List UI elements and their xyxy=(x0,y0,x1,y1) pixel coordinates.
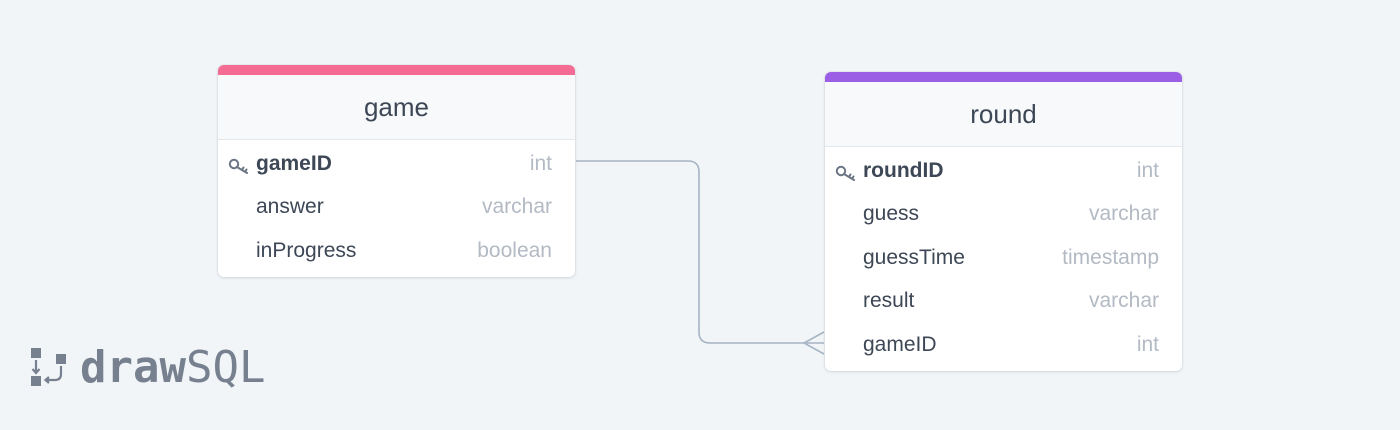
table-title: round xyxy=(825,82,1182,147)
key-icon xyxy=(835,163,857,181)
field-name: guess xyxy=(863,202,920,226)
drawsql-logo-text: drawSQL xyxy=(80,342,265,393)
table-game[interactable]: game gameID int answer varchar inProgres… xyxy=(218,65,575,277)
field-name: gameID xyxy=(256,151,332,175)
logo-text-light: SQL xyxy=(185,342,266,393)
field-type: int xyxy=(529,151,552,175)
drawsql-logo-icon xyxy=(30,342,70,393)
table-row[interactable]: inProgress boolean xyxy=(218,229,575,273)
table-row[interactable]: gameID int xyxy=(218,142,575,186)
field-type: varchar xyxy=(1088,289,1159,313)
field-name: inProgress xyxy=(256,238,357,262)
table-accent-bar xyxy=(825,72,1182,82)
field-type: timestamp xyxy=(1062,245,1159,269)
key-icon xyxy=(228,156,250,174)
field-name: gameID xyxy=(863,332,937,356)
field-name: result xyxy=(863,289,915,313)
field-type: int xyxy=(1136,332,1159,356)
field-name: guessTime xyxy=(863,245,965,269)
field-type: varchar xyxy=(481,195,552,219)
table-accent-bar xyxy=(218,65,575,75)
table-round[interactable]: round roundID int guess varchar guessTim… xyxy=(825,72,1182,371)
field-type: int xyxy=(1136,158,1159,182)
logo-text-bold: draw xyxy=(80,342,186,393)
table-title: game xyxy=(218,75,575,140)
table-row[interactable]: guess varchar xyxy=(825,193,1182,237)
table-row[interactable]: result varchar xyxy=(825,280,1182,324)
table-row[interactable]: gameID int xyxy=(825,323,1182,367)
field-type: varchar xyxy=(1088,202,1159,226)
field-type: boolean xyxy=(477,238,552,262)
field-name: roundID xyxy=(863,158,944,182)
crows-foot-marker xyxy=(802,331,825,355)
table-row[interactable]: roundID int xyxy=(825,149,1182,193)
drawsql-logo: drawSQL xyxy=(30,342,265,393)
table-row[interactable]: guessTime timestamp xyxy=(825,236,1182,280)
field-name: answer xyxy=(256,195,324,219)
table-row[interactable]: answer varchar xyxy=(218,186,575,230)
